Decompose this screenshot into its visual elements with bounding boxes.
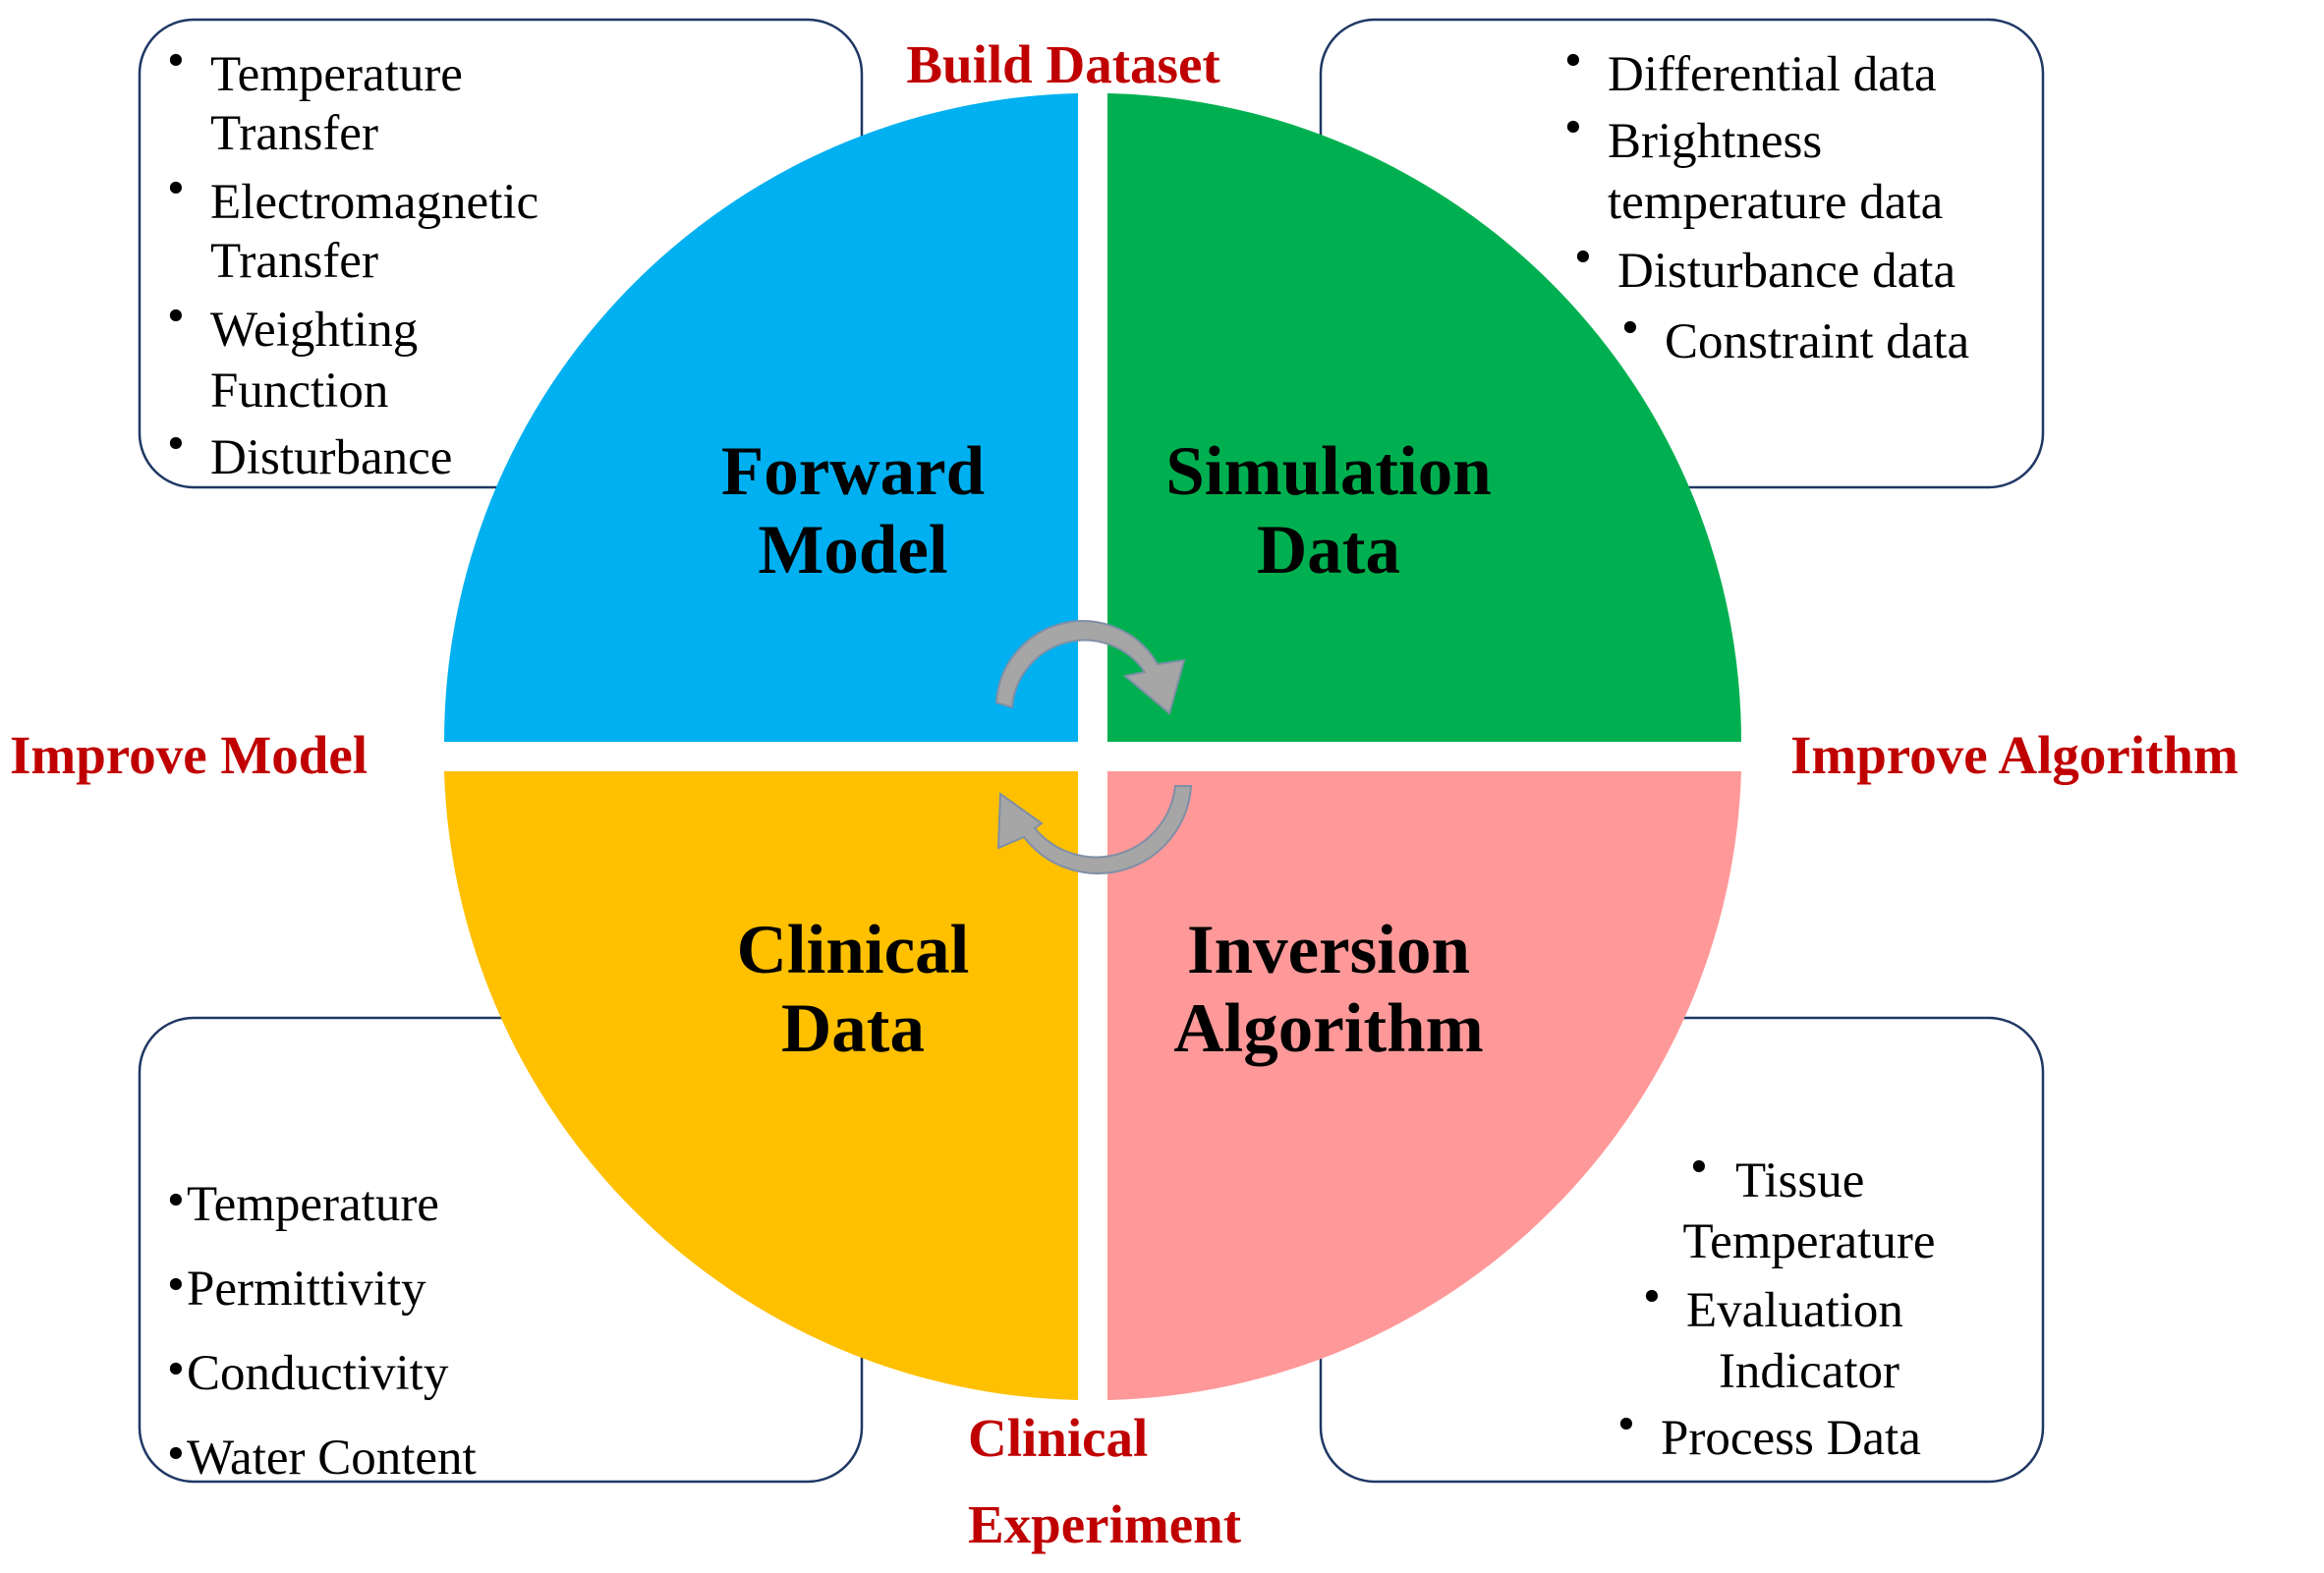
forward-model-item-3-line-1: Weighting [210, 303, 418, 358]
clinical-data-item-3-bullet: • [167, 1342, 185, 1397]
improve-algorithm-label: Improve Algorithm [1790, 725, 2239, 785]
clinical-experiment-label-line-1: Clinical [968, 1408, 1148, 1468]
inversion-algorithm-title-line-1: Inversion [1187, 912, 1470, 988]
build-dataset-label: Build Dataset [906, 34, 1220, 94]
forward-model-item-3-bullet: • [167, 289, 185, 344]
simulation-data-title-line-2: Data [1257, 512, 1400, 589]
inversion-algorithm-title-line-2: Algorithm [1173, 990, 1484, 1067]
forward-model-item-4-bullet: • [167, 417, 185, 472]
clinical-data-quadrant [444, 771, 1078, 1400]
simulation-data-item-3-line-1: Disturbance data [1617, 244, 1956, 299]
inversion-algorithm-quadrant [1107, 771, 1741, 1400]
clinical-data-item-2-bullet: • [167, 1258, 185, 1313]
inversion-algorithm-item-1-line-2: Temperature [1683, 1214, 1936, 1269]
inversion-algorithm-item-1-line-1: Tissue [1735, 1153, 1864, 1208]
forward-model-title-line-2: Model [758, 512, 947, 589]
forward-model-item-2-bullet: • [167, 161, 185, 216]
simulation-data-item-1-line-1: Differential data [1608, 47, 1937, 102]
forward-model-item-2-line-1: Electromagnetic [210, 175, 538, 230]
forward-model-item-3-line-2: Function [210, 364, 388, 419]
forward-model-item-1-bullet: • [167, 33, 185, 88]
inversion-algorithm-item-2-line-2: Indicator [1719, 1344, 1899, 1399]
simulation-data-item-1-bullet: • [1564, 33, 1582, 88]
forward-model-title-line-1: Forward [721, 433, 985, 510]
inversion-algorithm-item-3-bullet: • [1617, 1397, 1635, 1452]
clinical-data-item-4-bullet: • [167, 1427, 185, 1482]
forward-model-quadrant [443, 93, 1078, 742]
simulation-data-item-4-bullet: • [1621, 301, 1639, 356]
inversion-algorithm-item-2-bullet: • [1643, 1269, 1661, 1324]
clinical-data-item-3-line-1: Conductivity [187, 1346, 449, 1401]
simulation-data-item-4-line-1: Constraint data [1665, 314, 1969, 369]
forward-model-item-2-line-2: Transfer [210, 234, 378, 289]
cycle-arrows [994, 620, 1193, 874]
forward-model-item-1-line-2: Transfer [210, 106, 378, 161]
simulation-data-quadrant [1107, 93, 1742, 742]
clockwise-bottom-arrow-icon [996, 785, 1193, 874]
inversion-algorithm-item-3-line-1: Process Data [1661, 1411, 1921, 1466]
clinical-data-item-4-line-1: Water Content [187, 1431, 477, 1486]
simulation-data-item-2-bullet: • [1564, 100, 1582, 155]
simulation-data-item-2-line-1: Brightness [1608, 114, 1822, 169]
clinical-data-item-2-line-1: Permittivity [187, 1262, 426, 1317]
clinical-data-title-line-1: Clinical [737, 912, 970, 988]
inversion-algorithm-item-2-line-1: Evaluation [1686, 1283, 1903, 1338]
forward-model-box: • Temperature Transfer • Electromagnetic… [138, 18, 864, 489]
forward-model-item-1-line-1: Temperature [210, 47, 463, 102]
inversion-algorithm-item-1-bullet: • [1690, 1140, 1708, 1195]
clockwise-top-arrow-icon [994, 620, 1186, 715]
simulation-data-title-line-1: Simulation [1165, 433, 1491, 510]
simulation-data-item-2-line-2: temperature data [1608, 175, 1943, 230]
simulation-data-item-3-bullet: • [1574, 230, 1592, 285]
improve-model-label: Improve Model [10, 725, 368, 785]
clinical-experiment-label-line-2: Experiment [968, 1494, 1242, 1554]
forward-model-item-4-line-1: Disturbance [210, 430, 452, 485]
clinical-data-item-1-bullet: • [167, 1173, 185, 1228]
clinical-data-item-1-line-1: Temperature [187, 1177, 439, 1232]
clinical-data-title-line-2: Data [781, 990, 925, 1067]
